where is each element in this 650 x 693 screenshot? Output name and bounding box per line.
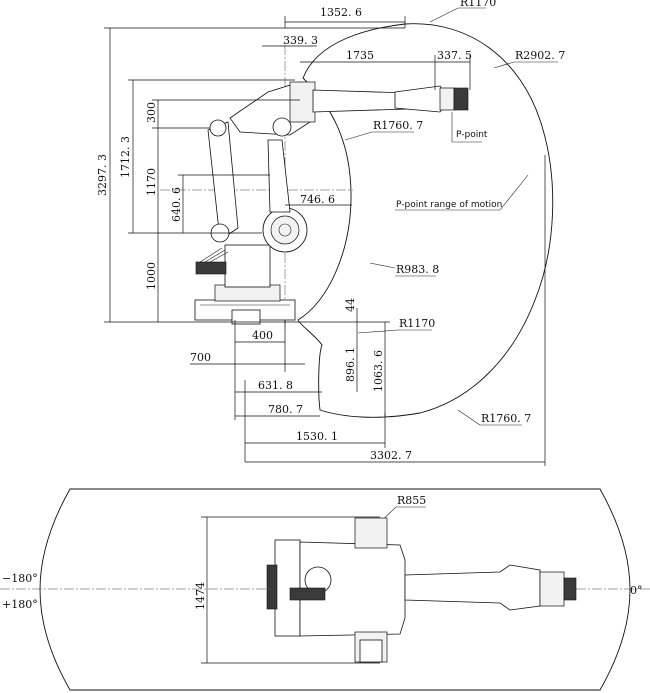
dim-3297-label: 3297. 3 bbox=[96, 154, 109, 196]
r1760-upper-label: R1760. 7 bbox=[373, 119, 423, 132]
dim-3302-label: 3302. 7 bbox=[370, 449, 412, 462]
base-motor bbox=[195, 261, 227, 275]
dim-631-label: 631. 8 bbox=[258, 379, 293, 392]
shoulder-joint-inner bbox=[270, 215, 300, 245]
dim-44-label: 44 bbox=[344, 298, 357, 312]
dim-1063-label: 1063. 6 bbox=[372, 350, 385, 392]
dim-1474-label: 1474 bbox=[194, 582, 207, 610]
work-envelope-outline bbox=[297, 23, 554, 418]
elbow-motor-block bbox=[289, 81, 316, 123]
angle-left-bottom: +180° bbox=[2, 598, 38, 611]
r983-leader bbox=[369, 262, 396, 269]
dim-896-label: 896. 1 bbox=[344, 347, 357, 382]
r855-label: R855 bbox=[397, 494, 426, 507]
angle-right: 0° bbox=[630, 584, 643, 597]
r983-label: R983. 8 bbox=[396, 263, 439, 276]
top-spring bbox=[289, 587, 326, 601]
top-wrist bbox=[539, 571, 565, 607]
dim-300-label: 300 bbox=[145, 102, 158, 123]
spring-lines bbox=[199, 247, 229, 263]
wrist-flange bbox=[453, 87, 469, 111]
dim-1712-label: 1712. 3 bbox=[119, 136, 132, 178]
dim-400-label: 400 bbox=[252, 329, 273, 342]
r2902-leader bbox=[493, 61, 515, 69]
dim-780-label: 780. 7 bbox=[268, 403, 303, 416]
r1760-upper-leader bbox=[344, 131, 373, 141]
r1760-lower-label: R1760. 7 bbox=[481, 412, 531, 425]
dim-1530-label: 1530. 1 bbox=[296, 430, 338, 443]
base-foot bbox=[231, 309, 261, 325]
dim-640-label: 640. 6 bbox=[170, 187, 183, 222]
angle-left-top: −180° bbox=[2, 572, 38, 585]
top-view: 1474 R855 −180° +180° 0° bbox=[0, 488, 650, 691]
top-lower-motor-cap bbox=[359, 639, 383, 663]
dim-1352-label: 1352. 6 bbox=[320, 6, 362, 19]
top-forearm bbox=[404, 564, 541, 611]
range-leader-diag bbox=[499, 174, 529, 211]
dim-1000-label: 1000 bbox=[145, 262, 158, 290]
dim-337-label: 337. 5 bbox=[437, 49, 472, 62]
dim-339-label: 339. 3 bbox=[283, 34, 318, 47]
dim-746-label: 746. 6 bbox=[300, 193, 335, 206]
dim-1735-label: 1735 bbox=[346, 49, 374, 62]
r1170-top-leader bbox=[429, 7, 459, 23]
wrist bbox=[439, 87, 455, 111]
top-flange bbox=[563, 577, 577, 601]
range-label: P-point range of motion bbox=[396, 200, 502, 210]
elbow-joint bbox=[272, 117, 292, 137]
lower-arm-top-joint bbox=[209, 119, 227, 137]
rotary-base bbox=[224, 244, 271, 288]
top-upper-motor bbox=[354, 517, 388, 549]
top-main-body bbox=[299, 541, 406, 637]
top-base-motor bbox=[266, 564, 278, 610]
p-point-label: P-point bbox=[456, 130, 488, 140]
r1760-lower-leader bbox=[457, 409, 481, 426]
dim-1170-label: 1170 bbox=[145, 168, 158, 196]
shoulder-joint-hub bbox=[278, 223, 292, 237]
r1170-bottom-leader bbox=[357, 329, 399, 334]
lower-arm bbox=[207, 121, 239, 241]
r1170-bottom-label: R1170 bbox=[399, 317, 435, 330]
dim-700-label: 700 bbox=[190, 351, 211, 364]
r2902-label: R2902. 7 bbox=[515, 49, 565, 62]
side-view: P-point P-point range of motion R1170 R2… bbox=[96, 0, 565, 466]
side-link bbox=[267, 139, 291, 213]
r1170-top-label: R1170 bbox=[460, 0, 496, 9]
top-view-envelope bbox=[39, 488, 631, 691]
